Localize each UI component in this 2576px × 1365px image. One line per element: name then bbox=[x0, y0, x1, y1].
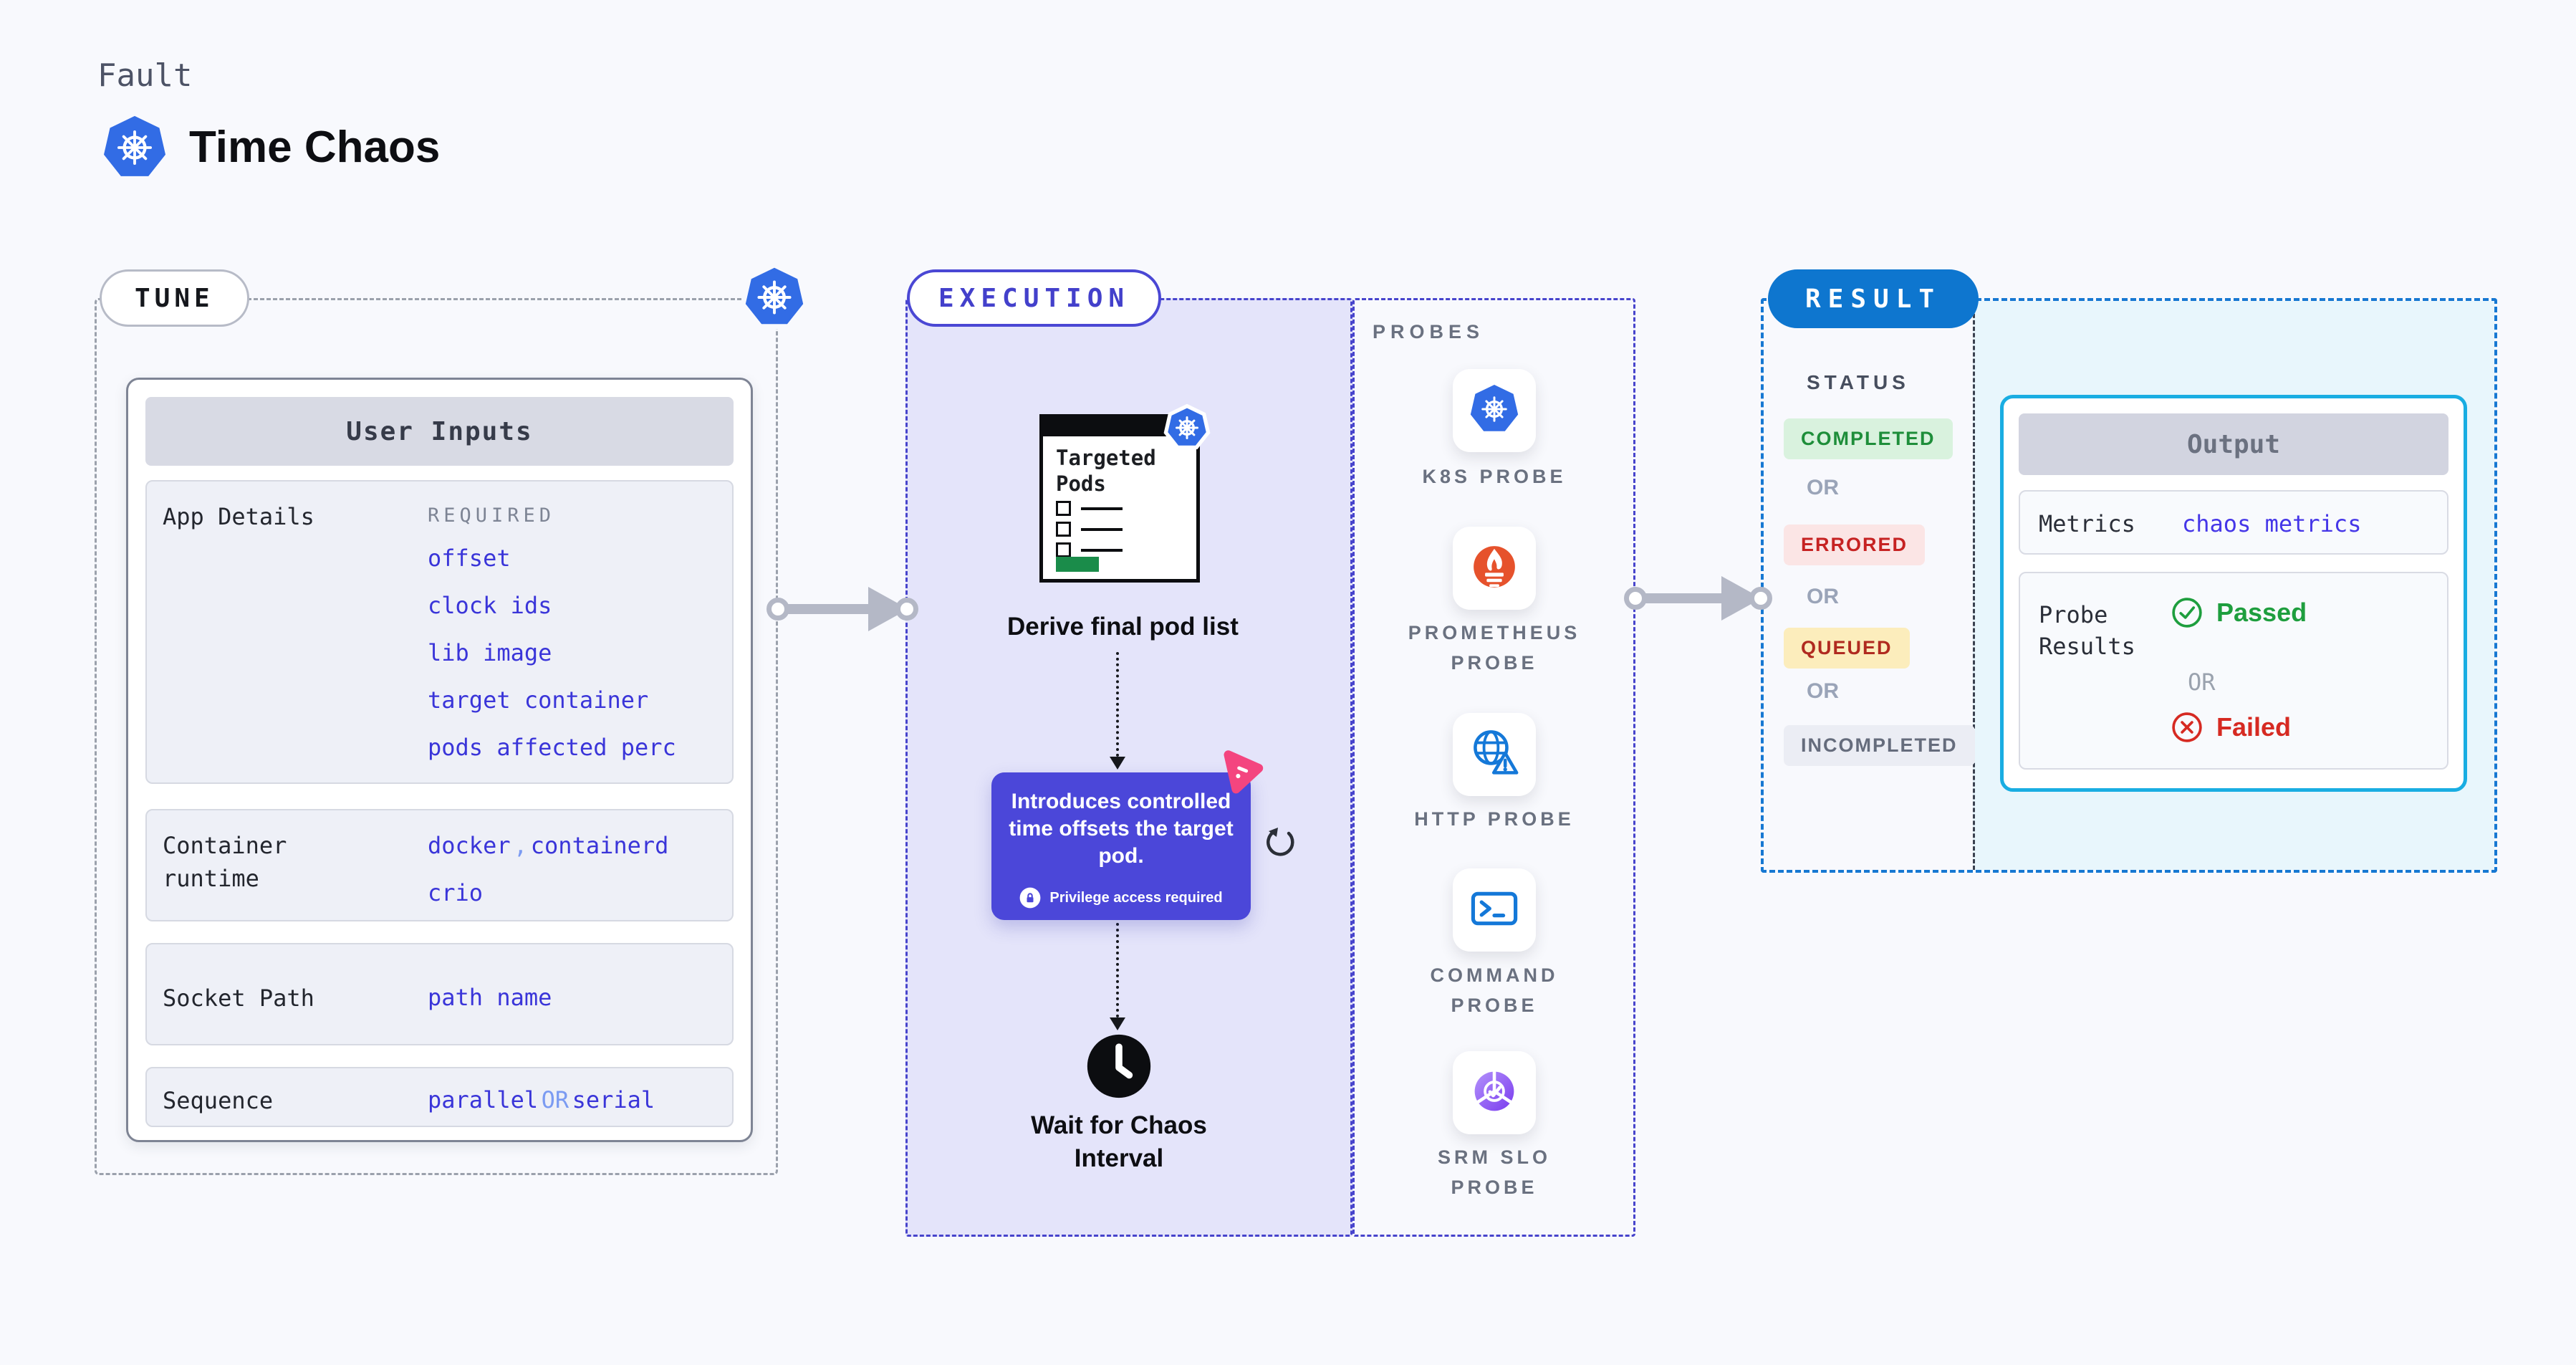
line-placeholder bbox=[1081, 548, 1123, 552]
tooltip-text: Introduces controlled time offsets the t… bbox=[1009, 790, 1234, 868]
tooltip-note: Privilege access required bbox=[1049, 889, 1223, 906]
tune-section-label: TUNE bbox=[100, 269, 249, 327]
prometheus-icon bbox=[1467, 540, 1522, 598]
tune-section-frame bbox=[95, 298, 778, 1175]
kubernetes-icon bbox=[1163, 403, 1211, 451]
chaos-tooltip-card: Introduces controlled time offsets the t… bbox=[991, 772, 1251, 920]
pod-checkbox-row bbox=[1056, 542, 1123, 557]
metrics-value: chaos metrics bbox=[2182, 510, 2362, 537]
srm-slo-probe-card bbox=[1453, 1051, 1536, 1134]
lock-icon bbox=[1019, 887, 1041, 909]
sequence-row: Sequence parallel OR serial bbox=[145, 1067, 734, 1127]
socket-path-row: Socket Path path name bbox=[145, 943, 734, 1045]
metrics-label: Metrics bbox=[2039, 510, 2135, 537]
globe-alert-icon bbox=[1467, 726, 1522, 784]
failed-label: Failed bbox=[2216, 712, 2292, 742]
or-label: OR bbox=[1807, 585, 1839, 608]
checkbox-icon bbox=[1056, 522, 1071, 537]
passed-label: Passed bbox=[2216, 598, 2307, 627]
status-badge: QUEUED bbox=[1784, 628, 1910, 669]
fault-eyebrow: Fault bbox=[97, 57, 193, 94]
probe-results-row: Probe Results Passed OR Failed bbox=[2019, 572, 2448, 770]
line-placeholder bbox=[1081, 527, 1123, 531]
result-section-frame bbox=[1761, 298, 2497, 873]
pod-checkbox-row bbox=[1056, 522, 1123, 537]
arrow-down-icon bbox=[1110, 757, 1125, 770]
check-circle-icon bbox=[2171, 596, 2203, 629]
failed-result: Failed bbox=[2171, 711, 2291, 744]
input-value: offset bbox=[428, 545, 511, 572]
or-label: OR bbox=[2188, 669, 2216, 696]
flow-connector bbox=[1116, 923, 1119, 1017]
arrow-down-icon bbox=[1110, 1017, 1125, 1030]
http-probe-card bbox=[1453, 713, 1536, 796]
input-value: pods affected perc bbox=[428, 734, 676, 761]
flow-connector bbox=[1116, 652, 1119, 757]
container-runtime-label: Container runtime bbox=[163, 832, 287, 892]
probes-section-frame bbox=[1352, 298, 1635, 1237]
input-value: lib image bbox=[428, 639, 552, 666]
metrics-row: Metrics chaos metrics bbox=[2019, 490, 2448, 555]
sequence-label: Sequence bbox=[163, 1087, 274, 1114]
line-placeholder bbox=[1081, 507, 1123, 510]
probes-section-label: PROBES bbox=[1373, 321, 1485, 343]
probe-label: PROMETHEUS PROBE bbox=[1408, 622, 1581, 674]
progress-bar bbox=[1056, 557, 1099, 572]
input-value: parallel bbox=[428, 1086, 539, 1113]
passed-result: Passed bbox=[2171, 596, 2307, 629]
checkbox-icon bbox=[1056, 501, 1071, 516]
prometheus-probe-card bbox=[1453, 527, 1536, 610]
app-details-row: App Details REQUIRED offset clock ids li… bbox=[145, 480, 734, 784]
input-value: containerd bbox=[530, 832, 669, 859]
clock-icon bbox=[1085, 1032, 1153, 1101]
app-details-label: App Details bbox=[163, 503, 314, 530]
status-title: STATUS bbox=[1807, 371, 1910, 393]
execution-section-label: EXECUTION bbox=[907, 269, 1162, 327]
page-title: Time Chaos bbox=[189, 123, 441, 172]
terminal-icon bbox=[1468, 882, 1521, 939]
wait-interval-caption: Wait for Chaos Interval bbox=[1031, 1111, 1207, 1172]
litmus-chaos-icon bbox=[1215, 742, 1270, 798]
user-inputs-panel: User Inputs App Details REQUIRED offset … bbox=[126, 378, 753, 1142]
command-probe-card bbox=[1453, 868, 1536, 952]
probe-label: COMMAND PROBE bbox=[1430, 964, 1559, 1016]
probe-results-label: Probe Results bbox=[2039, 601, 2135, 660]
targeted-pods-title: Targeted Pods bbox=[1056, 446, 1156, 496]
refresh-icon bbox=[1261, 823, 1297, 859]
pod-checkbox-row bbox=[1056, 501, 1123, 516]
derive-pod-list-caption: Derive final pod list bbox=[1007, 613, 1239, 641]
result-section-label: RESULT bbox=[1768, 269, 1979, 328]
input-value: target container bbox=[428, 686, 649, 714]
x-circle-icon bbox=[2171, 711, 2203, 744]
input-value: docker bbox=[428, 832, 511, 859]
container-runtime-row: Container runtime docker , containerd cr… bbox=[145, 809, 734, 921]
probe-label: SRM SLO PROBE bbox=[1437, 1146, 1551, 1198]
input-value: crio bbox=[428, 879, 484, 906]
status-badge: COMPLETED bbox=[1784, 418, 1953, 459]
kubernetes-icon bbox=[100, 113, 169, 182]
required-tag: REQUIRED bbox=[428, 504, 556, 527]
value-separator: , bbox=[514, 832, 528, 859]
kubernetes-icon bbox=[739, 262, 809, 332]
or-label: OR bbox=[1807, 476, 1839, 499]
probe-label: K8S PROBE bbox=[1422, 466, 1567, 487]
probes-to-result-arrow bbox=[1624, 570, 1772, 627]
socket-path-label: Socket Path bbox=[163, 985, 314, 1012]
input-value: clock ids bbox=[428, 592, 552, 619]
input-value: serial bbox=[572, 1086, 655, 1113]
or-label: OR bbox=[1807, 679, 1839, 703]
output-panel: Output Metrics chaos metrics Probe Resul… bbox=[2000, 395, 2467, 792]
checkbox-icon bbox=[1056, 542, 1071, 557]
or-conjunction: OR bbox=[541, 1086, 569, 1113]
k8s-probe-card bbox=[1453, 369, 1536, 452]
status-badge: ERRORED bbox=[1784, 525, 1926, 565]
probe-label: HTTP PROBE bbox=[1414, 808, 1575, 830]
output-title: Output bbox=[2019, 413, 2448, 475]
status-badge: INCOMPLETED bbox=[1784, 725, 1975, 766]
kubernetes-icon bbox=[1468, 383, 1521, 439]
slo-pie-check-icon bbox=[1467, 1064, 1522, 1122]
input-value: path name bbox=[428, 984, 552, 1011]
tune-to-execution-arrow bbox=[766, 580, 918, 638]
user-inputs-title: User Inputs bbox=[145, 397, 734, 466]
